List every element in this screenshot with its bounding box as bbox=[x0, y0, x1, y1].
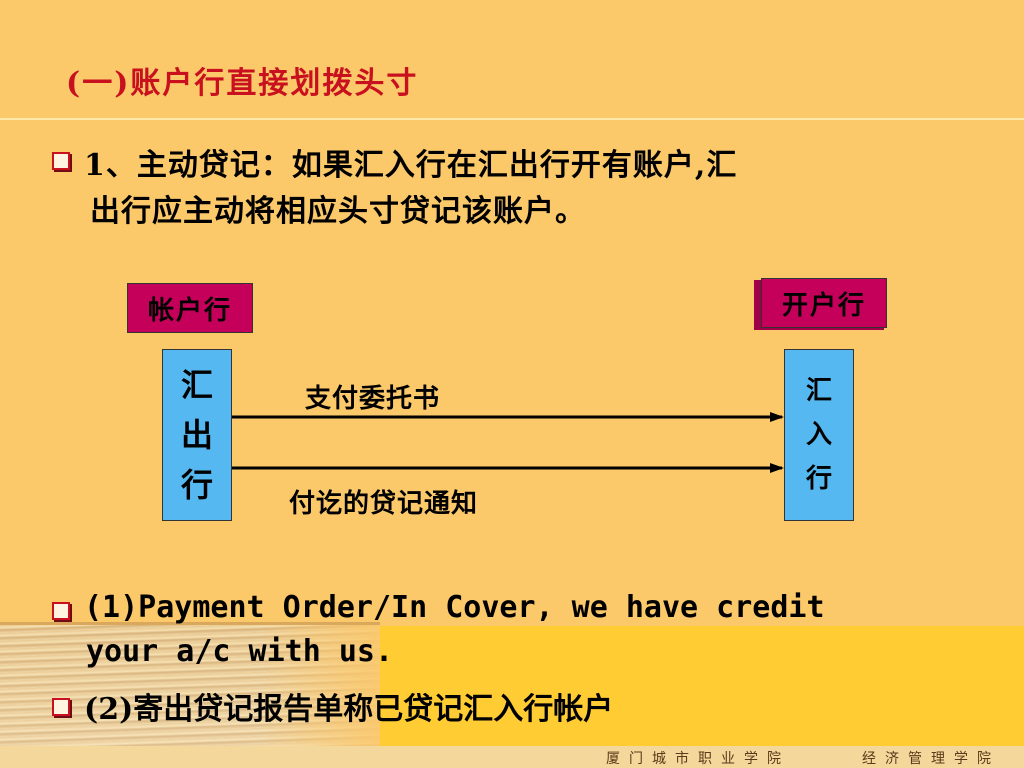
checkbox-bullet-icon bbox=[52, 152, 70, 170]
bullet2-line2: your a/c with us. bbox=[86, 634, 394, 669]
remitting-bank-char: 汇 bbox=[180, 366, 213, 404]
footer-school-name: 厦门城市职业学院 bbox=[606, 751, 790, 767]
paying-bank-char: 入 bbox=[805, 420, 832, 450]
paying-bank-char: 行 bbox=[805, 464, 832, 494]
footer-department-name: 经济管理学院 bbox=[862, 751, 1000, 767]
bullet1-line2: 出行应主动将相应头寸贷记该账户。 bbox=[90, 194, 586, 229]
checkbox-bullet-icon bbox=[52, 602, 70, 620]
bullet2-line1: (1)Payment Order/In Cover, we have credi… bbox=[84, 590, 825, 625]
arrow1-label: 支付委托书 bbox=[305, 384, 441, 414]
bullet1-line1: 1、主动贷记：如果汇入行在汇出行开有账户,汇 bbox=[84, 148, 738, 183]
arrow2-label: 付讫的贷记通知 bbox=[289, 489, 479, 519]
paying-bank-char: 汇 bbox=[805, 376, 832, 406]
label-opening-bank: 开户行 bbox=[761, 278, 887, 328]
footer-band bbox=[380, 626, 1024, 746]
footer-bar bbox=[0, 746, 1024, 768]
slide-title: (一)账户行直接划拨头寸 bbox=[66, 66, 419, 101]
checkbox-bullet-icon bbox=[52, 698, 70, 716]
paying-bank-box: 汇 入 行 bbox=[784, 349, 854, 521]
remitting-bank-char: 行 bbox=[180, 466, 213, 504]
remitting-bank-box: 汇 出 行 bbox=[162, 349, 232, 521]
remitting-bank-char: 出 bbox=[180, 416, 213, 454]
label-account-bank: 帐户行 bbox=[127, 283, 253, 333]
bullet3-text: (2)寄出贷记报告单称已贷记汇入行帐户 bbox=[84, 692, 614, 727]
title-divider bbox=[0, 118, 1024, 120]
footer-books-image bbox=[0, 622, 380, 768]
